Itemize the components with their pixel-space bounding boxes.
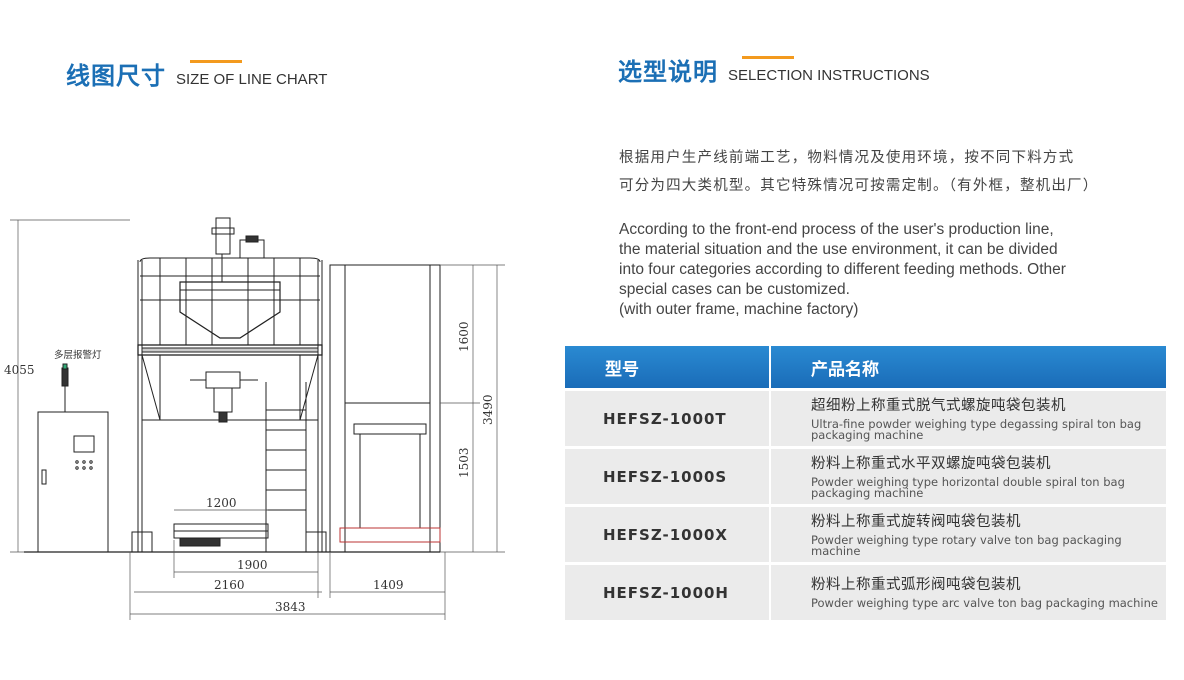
dim-height-lower: 1503 [457,447,471,478]
description-cn-line: 根据用户生产线前端工艺，物料情况及使用环境，按不同下料方式 [619,150,1075,166]
dim-height-upper: 1600 [457,321,471,352]
title-cn: 线图尺寸 [66,62,166,90]
dim-height-total-right: 3490 [481,394,495,425]
name-cell: 粉料上称重式旋转阀吨袋包装机 Powder weighing type rota… [770,504,1166,564]
dim-width-2160: 2160 [214,578,245,592]
dim-width-total: 3843 [275,600,306,614]
description-en-line: According to the front-end process of th… [619,221,1054,238]
section-title-selection: 选型说明 SELECTION INSTRUCTIONS [618,56,930,86]
title-en: SIZE OF LINE CHART [176,71,328,88]
description-en-line: (with outer frame, machine factory) [619,301,859,318]
section-title-line-chart: 线图尺寸 SIZE OF LINE CHART [66,60,328,90]
alarm-light-label: 多层报警灯 [54,349,102,361]
header-product-name: 产品名称 [770,346,1166,390]
model-cell: HEFSZ-1000X [565,504,771,564]
product-name-cn: 超细粉上称重式脱气式螺旋吨袋包装机 [811,397,1066,414]
dim-width-1200: 1200 [206,496,237,510]
dim-width-1409: 1409 [373,578,404,592]
product-name-cn: 粉料上称重式弧形阀吨袋包装机 [811,577,1021,593]
model-cell: HEFSZ-1000S [565,446,771,506]
model-cell: HEFSZ-1000T [565,388,771,448]
description-en-line: the material situation and the use envir… [619,241,1058,258]
table-row: HEFSZ-1000X 粉料上称重式旋转阀吨袋包装机 Powder weighi… [565,504,1166,564]
title-cn: 选型说明 [618,58,718,86]
table-row: HEFSZ-1000H 粉料上称重式弧形阀吨袋包装机 Powder weighi… [565,562,1166,620]
title-en: SELECTION INSTRUCTIONS [728,67,930,84]
product-name-en: Powder weighing type arc valve ton bag p… [811,596,1158,610]
product-name-cn: 粉料上称重式水平双螺旋吨袋包装机 [811,455,1051,472]
description-en: According to the front-end process of th… [619,220,1131,320]
outer-frame [329,264,441,553]
title-accent-bar [742,56,794,59]
table-row: HEFSZ-1000S 粉料上称重式水平双螺旋吨袋包装机 Powder weig… [565,446,1166,506]
product-name-cn: 粉料上称重式旋转阀吨袋包装机 [811,513,1021,530]
description-en-line: into four categories according to differ… [619,261,1066,278]
table-header-row: 型号 产品名称 [565,346,1166,390]
product-name-en: Powder weighing type horizontal double s… [811,474,1125,500]
model-table: 型号 产品名称 HEFSZ-1000T 超细粉上称重式脱气式螺旋吨袋包装机 Ul… [565,346,1166,620]
dim-total-height: 4055 [4,363,35,377]
line-drawing: 多层报警灯 4055 1600 3490 1503 1200 1900 2160… [4,217,505,620]
name-cell: 粉料上称重式弧形阀吨袋包装机 Powder weighing type arc … [770,562,1166,620]
description-cn-line: 可分为四大类机型。其它特殊情况可按需定制。（有外框，整机出厂） [619,178,1099,194]
name-cell: 粉料上称重式水平双螺旋吨袋包装机 Powder weighing type ho… [770,446,1166,506]
model-cell: HEFSZ-1000H [565,562,771,620]
description-en-line: special cases can be customized. [619,281,850,298]
dim-width-1900: 1900 [237,558,268,572]
table-row: HEFSZ-1000T 超细粉上称重式脱气式螺旋吨袋包装机 Ultra-fine… [565,388,1166,448]
title-accent-bar [190,60,242,63]
product-name-en: Ultra-fine powder weighing type degassin… [811,416,1142,442]
name-cell: 超细粉上称重式脱气式螺旋吨袋包装机 Ultra-fine powder weig… [770,388,1166,448]
product-name-en: Powder weighing type rotary valve ton ba… [811,532,1122,558]
header-model: 型号 [565,346,771,390]
control-cabinet [37,411,109,553]
